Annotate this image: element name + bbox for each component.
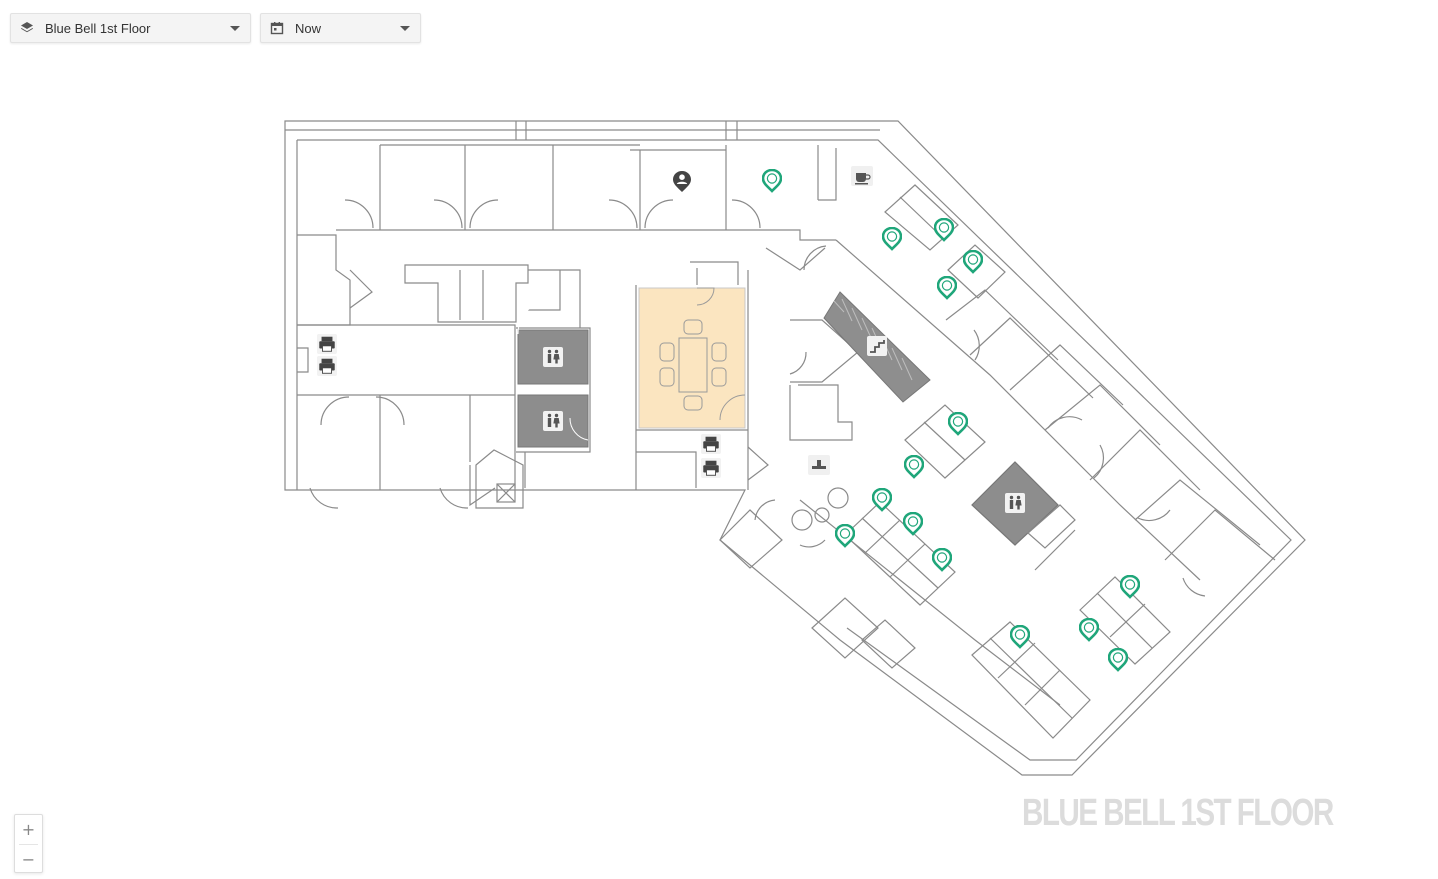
user-pin-icon[interactable] bbox=[673, 171, 691, 192]
available-desk-pins[interactable] bbox=[762, 169, 1140, 672]
meeting-room[interactable] bbox=[638, 287, 746, 429]
location-pin-icon[interactable] bbox=[1120, 575, 1140, 599]
stairs-icon bbox=[867, 336, 887, 356]
zoom-out-button[interactable]: − bbox=[15, 845, 42, 874]
zoom-divider bbox=[19, 844, 38, 845]
location-pin-icon[interactable] bbox=[882, 227, 902, 251]
location-pin-icon[interactable] bbox=[835, 524, 855, 548]
location-pin-icon[interactable] bbox=[948, 412, 968, 436]
coffee-cup-icon[interactable] bbox=[851, 166, 873, 186]
floor-dropdown[interactable]: Blue Bell 1st Floor bbox=[10, 13, 251, 43]
location-pin-icon[interactable] bbox=[1010, 625, 1030, 649]
restroom-icon bbox=[543, 411, 563, 431]
time-dropdown[interactable]: Now bbox=[260, 13, 421, 43]
location-pin-icon[interactable] bbox=[762, 169, 782, 193]
reception-bell-icon[interactable] bbox=[808, 455, 830, 475]
floor-dropdown-value: Blue Bell 1st Floor bbox=[45, 20, 151, 36]
zoom-in-button[interactable]: + bbox=[15, 815, 42, 844]
time-dropdown-value: Now bbox=[295, 20, 322, 36]
floor-label: BLUE BELL 1ST FLOOR bbox=[1022, 792, 1334, 834]
location-pin-icon[interactable] bbox=[934, 218, 954, 242]
printer-icon[interactable] bbox=[316, 334, 338, 354]
location-pin-icon[interactable] bbox=[1108, 648, 1128, 672]
printer-icon[interactable] bbox=[316, 356, 338, 376]
zoom-controls: + − bbox=[14, 814, 43, 873]
location-pin-icon[interactable] bbox=[932, 548, 952, 572]
calendar-icon bbox=[269, 20, 285, 36]
location-pin-icon[interactable] bbox=[903, 512, 923, 536]
printer-icon[interactable] bbox=[700, 458, 722, 478]
floor-plan-walls bbox=[284, 120, 1306, 776]
layers-icon bbox=[19, 20, 35, 36]
printer-icon[interactable] bbox=[700, 434, 722, 454]
location-pin-icon[interactable] bbox=[1079, 618, 1099, 642]
restroom-icon bbox=[543, 347, 563, 367]
location-pin-icon[interactable] bbox=[963, 250, 983, 274]
location-pin-icon[interactable] bbox=[904, 455, 924, 479]
restroom-icon bbox=[1005, 493, 1025, 513]
chevron-down-icon bbox=[400, 25, 410, 31]
chevron-down-icon bbox=[230, 25, 240, 31]
location-pin-icon[interactable] bbox=[937, 276, 957, 300]
stairwell bbox=[823, 291, 931, 403]
